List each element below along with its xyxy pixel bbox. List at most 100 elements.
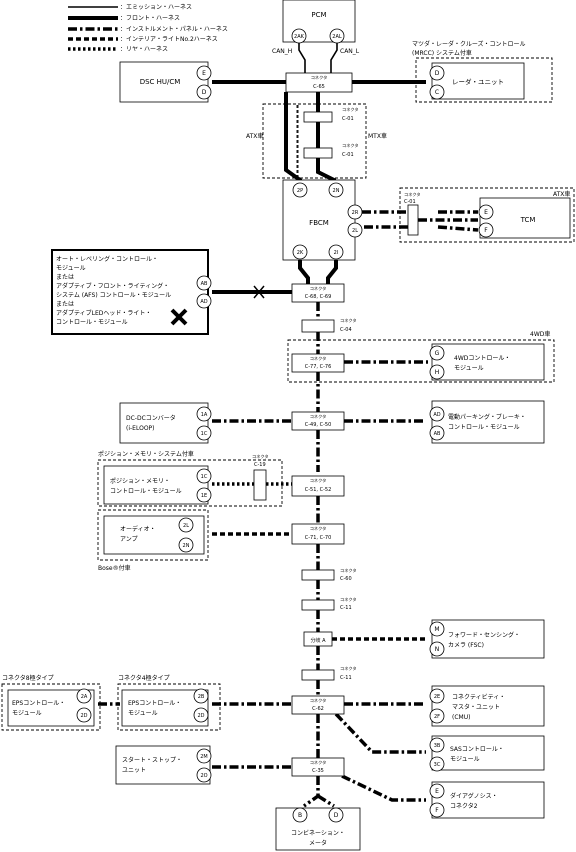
sas-box[interactable]	[431, 735, 545, 771]
eps4-pin-1-label: 2B	[198, 694, 205, 700]
eps4-line-2: モジュール	[128, 710, 158, 717]
dcdc-line-1: DC-DCコンバータ	[126, 414, 176, 422]
connector-c04-word: コネクタ	[340, 317, 357, 324]
leveling-line-4: アダプティブ・フロント・ライティング・	[56, 282, 169, 290]
connector-c19-word: コネクタ	[252, 453, 269, 460]
epb-box[interactable]	[431, 400, 545, 444]
atx-label: ATX車	[246, 132, 263, 140]
connector-c01-lower-word: コネクタ	[342, 142, 359, 149]
memory-pin-2	[196, 487, 212, 503]
fbcm-pin-3	[347, 204, 363, 220]
fsc-pin-1-label: M	[434, 626, 439, 633]
dsc-pin-2-label: D	[202, 89, 207, 96]
wire-diag	[341, 774, 426, 802]
epb-pin-1-label: AD	[433, 412, 440, 418]
dsc-label: DSC HU/CM	[140, 78, 181, 86]
connector-c19	[253, 469, 267, 501]
leveling-line-8: コントロール・モジュール	[56, 319, 128, 326]
memory-line-1: ポジション・メモリ・	[110, 477, 170, 485]
diag-box[interactable]	[431, 781, 545, 819]
connector-c51-id: C-51, C-52	[305, 487, 332, 493]
combi-pin-1	[292, 807, 308, 823]
connector-c04	[301, 319, 335, 333]
dsc-pin-2	[196, 84, 212, 100]
eps8-option-box	[1, 683, 101, 731]
connector-c01-tcm-id: C-01	[404, 199, 416, 205]
pcm-label: PCM	[311, 11, 326, 19]
tcm-option-box	[399, 187, 575, 243]
legend-label-interior: ：インテリア・ライトNo.2ハーネス	[120, 36, 218, 43]
connector-c35-id: C-35	[312, 768, 324, 774]
connector-c01-lower-id: C-01	[342, 152, 354, 158]
connector-c60-id: C-60	[340, 576, 352, 582]
legend-label-emission: ：エミッション・ハーネス	[120, 4, 192, 11]
combination-meter-box[interactable]	[275, 807, 361, 851]
awd-module-line-1: 4WDコントロール・	[454, 355, 510, 362]
connector-c01-upper	[303, 111, 333, 123]
eps4-pin-2-label: 2D	[197, 713, 204, 719]
not-connected-mark-icon	[170, 308, 188, 326]
fbcm-pin-3-label: 2R	[352, 210, 359, 216]
connector-c65-word: コネクタ	[311, 74, 328, 81]
memory-pin-1-label: 1C	[201, 474, 208, 480]
diag-line-1: ダイアグノシス・	[450, 792, 498, 800]
dcdc-pin-2-label: 1C	[201, 431, 208, 437]
audio-pin-2-label: 2N	[183, 543, 190, 549]
bose-label: Bose®付車	[98, 564, 131, 572]
leveling-line-6: または	[56, 301, 74, 308]
awd-pin-2-label: H	[435, 369, 440, 376]
memory-module-box[interactable]	[103, 465, 209, 505]
wire-tcm-c	[437, 210, 479, 232]
audio-pin-2	[178, 537, 194, 553]
start-stop-pin-1	[196, 748, 212, 764]
sas-line-2: モジュール	[450, 756, 480, 763]
dcdc-pin-2	[196, 425, 212, 441]
diag-line-2: コネクタ2	[450, 802, 478, 810]
eps4-pin-2	[193, 707, 209, 723]
pcm-pin-l	[329, 28, 345, 44]
fsc-box[interactable]	[431, 619, 545, 659]
sas-pin-1-label: 3B	[434, 743, 441, 749]
pcm-pin-h-label: 2AK	[294, 34, 305, 40]
cmu-pin-2-label: 2F	[434, 714, 440, 720]
pcm-pin-l-label: 2AL	[332, 34, 342, 40]
combination-meter-line-2: メータ	[309, 839, 327, 847]
mtx-label: MTX車	[368, 132, 387, 140]
connector-c01-upper-word: コネクタ	[342, 106, 359, 113]
wire-tcm-a	[362, 210, 408, 229]
audio-pin-1	[178, 517, 194, 533]
leveling-text: オート・レベリング・コントロール・ モジュール または アダプティブ・フロント・…	[56, 255, 171, 326]
legend-label-instrument: ：インストルメント・パネル・ハーネス	[120, 26, 228, 33]
eps8-line-2: モジュール	[12, 710, 42, 717]
start-stop-pin-2	[196, 767, 212, 783]
tcm-box[interactable]	[479, 197, 571, 239]
connector-c35-word: コネクタ	[310, 759, 327, 766]
leveling-line-7: アダプティブLEDヘッド・ライト・	[56, 309, 151, 317]
sas-pin-2-label: 3C	[434, 762, 441, 768]
combi-pin-2-label: D	[334, 812, 339, 819]
sas-pin-1	[429, 737, 445, 753]
audio-line-2: アンプ	[120, 536, 138, 543]
connector-c11-lower-id: C-11	[340, 675, 352, 681]
connector-c01-tcm-word: コネクタ	[404, 191, 421, 198]
connector-c68	[291, 283, 345, 303]
start-stop-line-1: スタート・ストップ・	[122, 756, 182, 764]
cmu-box[interactable]	[431, 685, 545, 727]
eps4-line-1: EPSコントロール・	[128, 700, 181, 707]
connector-c51	[291, 475, 345, 497]
eps8-pin-1-label: 2A	[81, 694, 88, 700]
fsc-line-1: フォワード・センシング・	[448, 631, 520, 639]
connector-c77-word: コネクタ	[310, 355, 327, 362]
fsc-line-2: カメラ (FSC)	[448, 642, 484, 649]
connector-c68-id: C-68, C-69	[305, 294, 332, 300]
fbcm-pin-1	[292, 182, 308, 198]
eps8-pin-1	[76, 688, 92, 704]
dcdc-box[interactable]	[119, 402, 209, 444]
dcdc-line-2: (i-ELOOP)	[126, 425, 155, 432]
dsc-box[interactable]	[119, 61, 209, 103]
radar-unit-box[interactable]	[431, 62, 525, 100]
awd-module-box[interactable]	[431, 343, 545, 381]
cmu-pin-2	[429, 708, 445, 724]
dsc-pin-1	[196, 65, 212, 81]
start-stop-box[interactable]	[115, 745, 211, 785]
